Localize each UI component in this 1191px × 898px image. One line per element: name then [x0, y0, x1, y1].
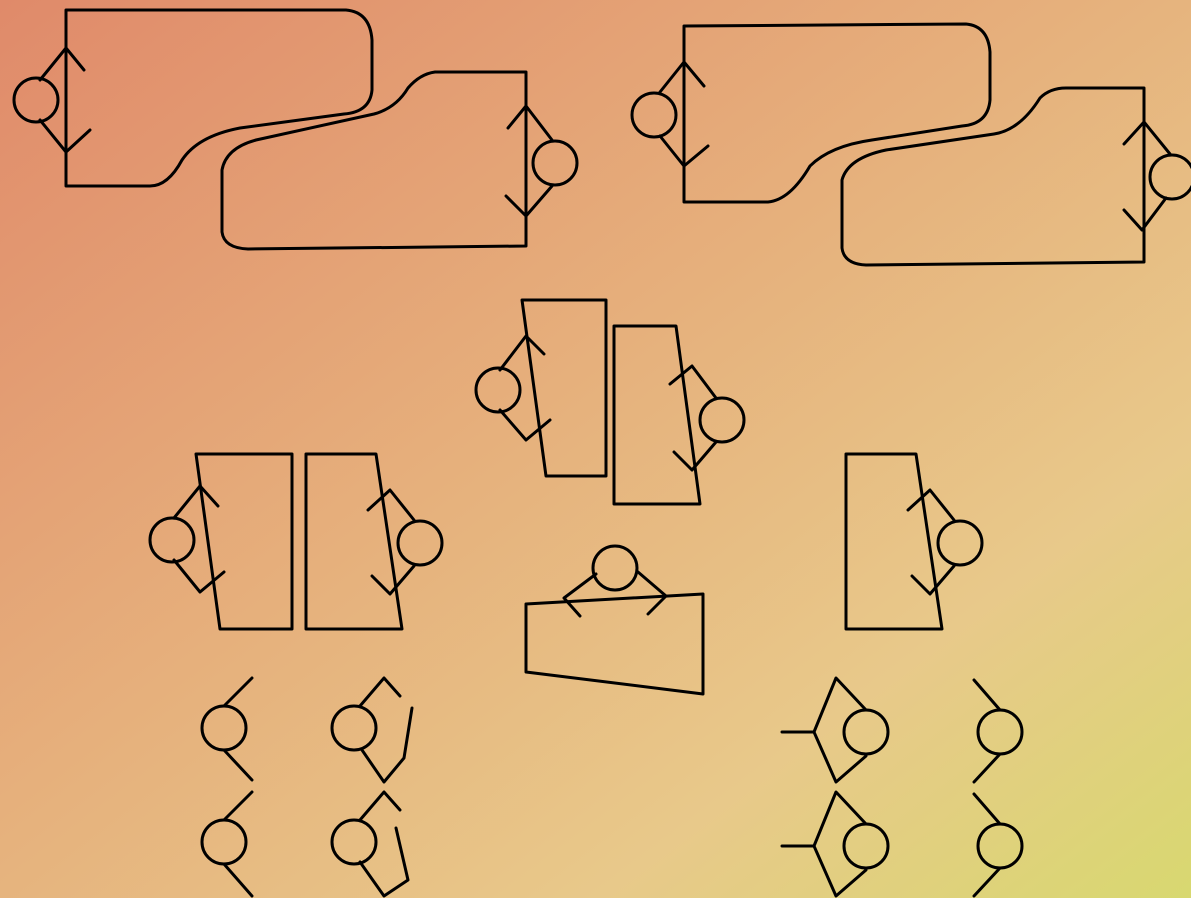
drawing-canvas	[0, 0, 1191, 898]
background	[0, 0, 1191, 898]
